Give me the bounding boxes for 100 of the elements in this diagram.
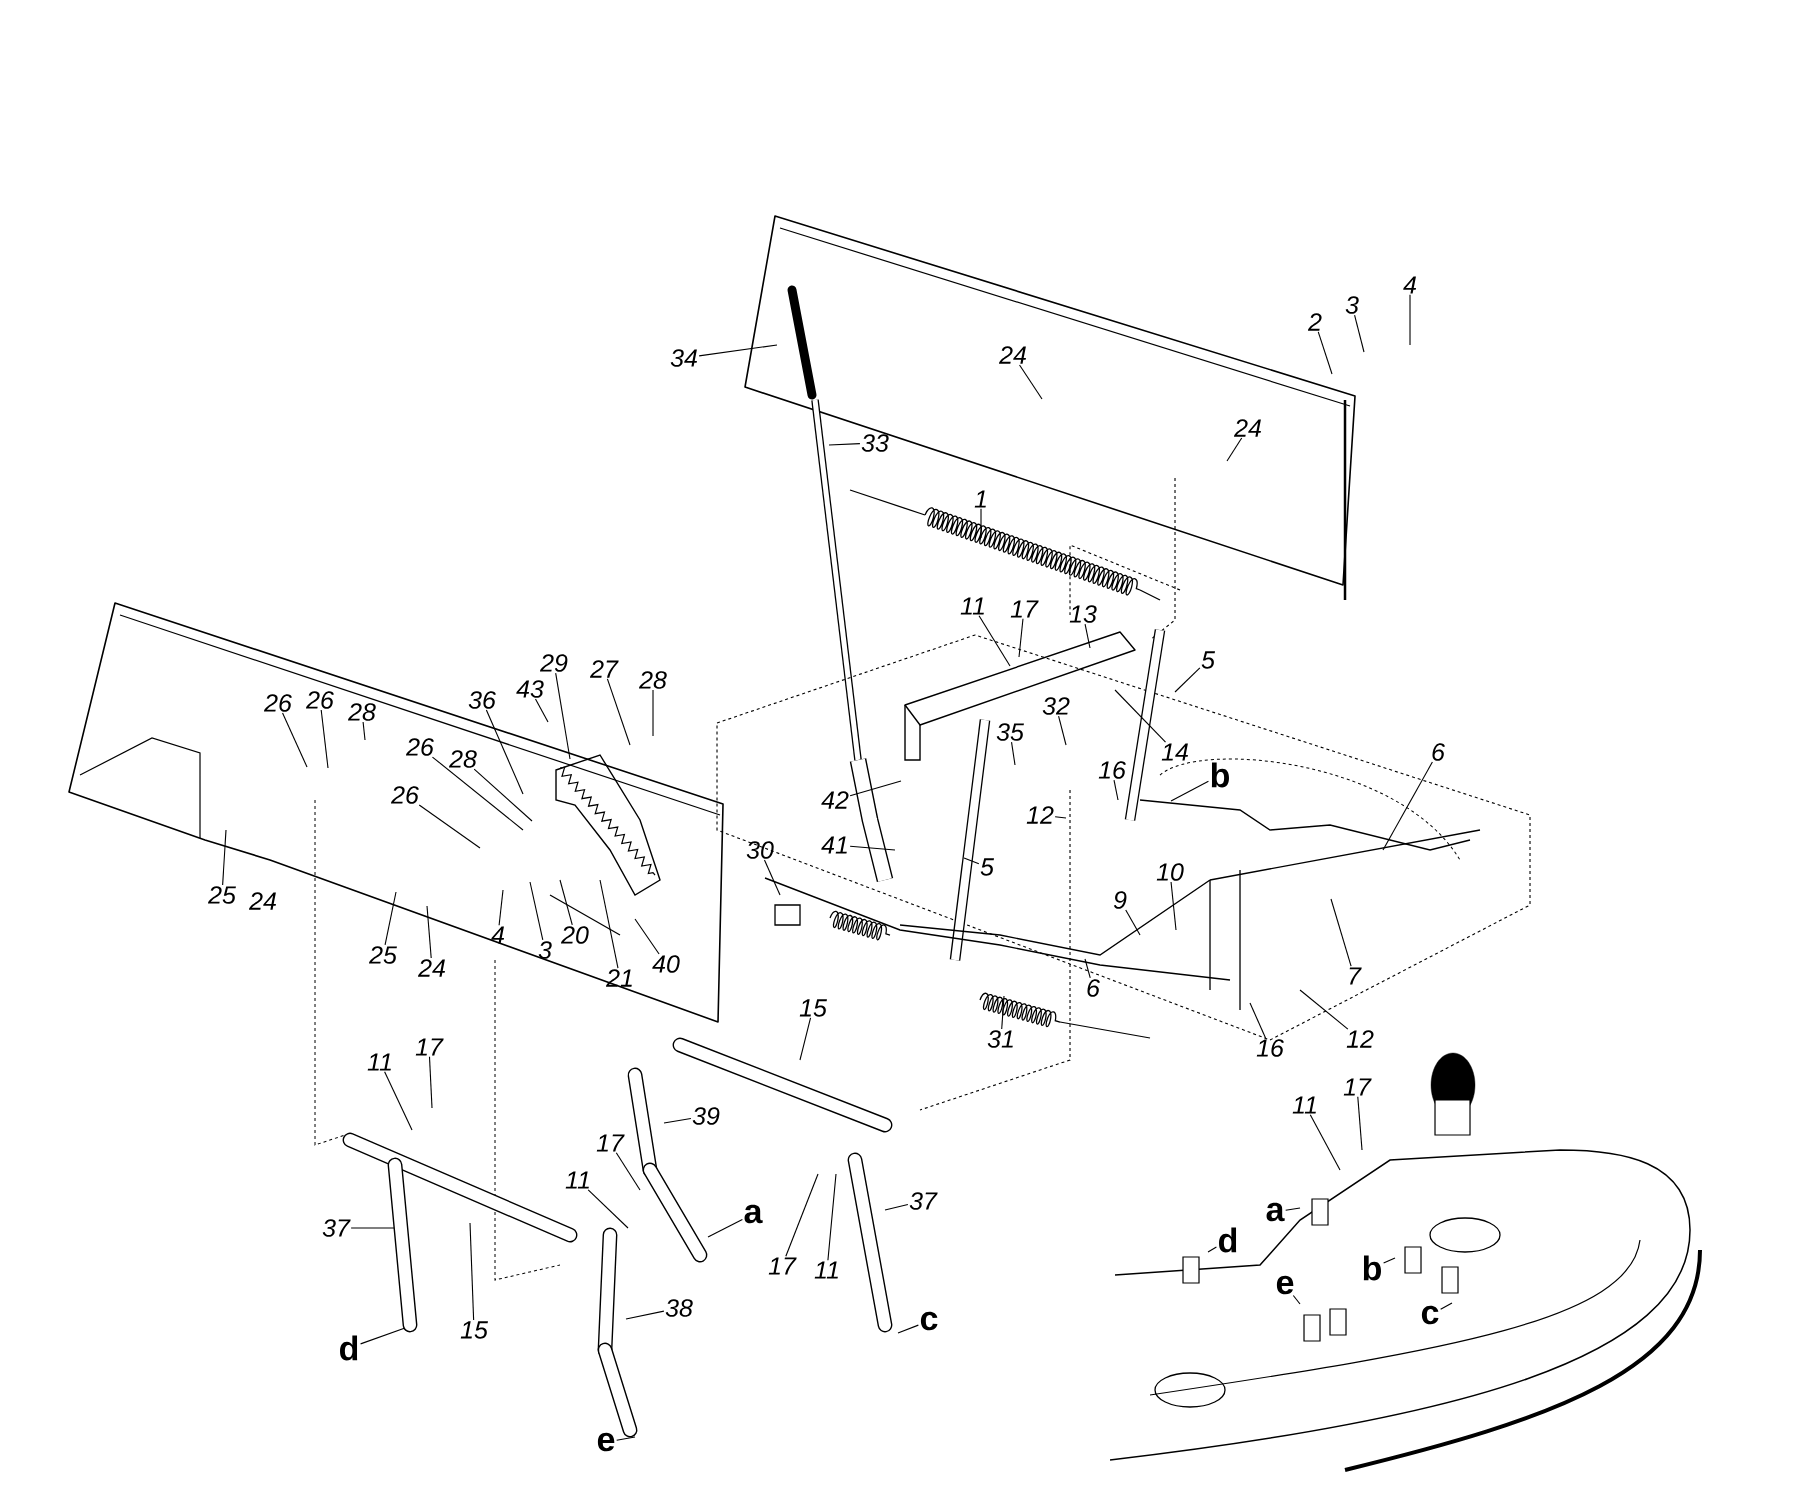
leader-line [1440, 1302, 1453, 1310]
callout-letter: d [1219, 1227, 1237, 1253]
callout-number: 4 [1403, 276, 1417, 294]
leader-line [698, 344, 778, 357]
leader-line [763, 859, 781, 896]
callout-letter: a [1266, 1202, 1285, 1222]
leader-line [1330, 898, 1352, 967]
leader-line [1382, 761, 1433, 851]
leader-line [606, 678, 631, 746]
leader-line [616, 1436, 636, 1441]
callout-number: 17 [596, 1134, 625, 1152]
callout-number: 28 [448, 750, 477, 768]
callout-letter: b [1211, 762, 1229, 788]
leader-line [529, 881, 544, 941]
leader-line [485, 709, 524, 795]
callout-number: 6 [1087, 979, 1100, 997]
callout-number: 3 [538, 941, 552, 959]
callout-number: 4 [491, 926, 505, 944]
leader-line [469, 1222, 475, 1321]
leader-line [663, 1117, 692, 1124]
callout-number: 11 [814, 1261, 838, 1279]
callout-number: 16 [1098, 761, 1126, 779]
leader-line [498, 889, 504, 926]
leader-line [360, 1327, 406, 1345]
callout-number: 12 [1026, 806, 1054, 824]
callout-number: 42 [821, 791, 849, 809]
callout-number: 16 [1256, 1039, 1284, 1057]
leader-line [634, 918, 660, 955]
callout-number: 15 [460, 1321, 488, 1339]
callout-letter: a [744, 1204, 763, 1224]
leader-line [1125, 909, 1141, 936]
leader-line [1001, 995, 1005, 1030]
callout-number: 1 [974, 490, 986, 508]
leader-line [1058, 715, 1067, 746]
leader-line [1019, 364, 1043, 400]
callout-number: 25 [207, 886, 236, 904]
leader-line [980, 508, 982, 539]
callout-number: 32 [1042, 697, 1070, 715]
leader-line [362, 721, 366, 741]
callout-number: 33 [861, 434, 889, 452]
callout-number: 40 [652, 955, 680, 973]
callout-number: 24 [248, 892, 276, 910]
leader-line [849, 780, 902, 797]
callout-number: 34 [670, 349, 697, 367]
callout-number: 24 [998, 346, 1026, 364]
callout-number: 5 [980, 858, 994, 876]
callout-letter: c [920, 1311, 938, 1331]
leader-line [350, 1227, 395, 1229]
leader-line [320, 709, 329, 769]
callout-number: 17 [768, 1257, 797, 1275]
callout-number: 20 [560, 926, 589, 944]
callout-number: 11 [367, 1053, 391, 1071]
leader-line [384, 1071, 413, 1131]
callout-number: 6 [1432, 743, 1445, 761]
leader-line [625, 1310, 665, 1320]
leader-line [1170, 780, 1209, 802]
callout-number: 26 [405, 738, 434, 756]
callout-number: 15 [799, 999, 827, 1017]
leader-line [1354, 314, 1365, 353]
callout-number: 24 [417, 959, 445, 977]
callout-number: 12 [1346, 1030, 1374, 1048]
leader-line [799, 1017, 812, 1061]
callout-number: 35 [996, 723, 1024, 741]
callout-letter: b [1363, 1255, 1381, 1281]
leader-line [431, 756, 524, 831]
leader-line [1357, 1096, 1363, 1151]
leader-line [1054, 816, 1067, 819]
callout-number: 7 [1349, 967, 1362, 985]
callout-number: 30 [746, 841, 774, 859]
leader-line [282, 712, 308, 768]
leader-line [884, 1204, 909, 1211]
leader-line [707, 1218, 743, 1238]
callout-letter: e [1276, 1275, 1294, 1295]
callout-number: 28 [347, 703, 376, 721]
leader-line [1409, 294, 1411, 346]
leader-line [587, 1189, 629, 1229]
leader-line [1299, 989, 1349, 1030]
leader-line [963, 857, 980, 865]
callout-number: 43 [516, 680, 544, 698]
leader-line [1114, 689, 1167, 743]
leader-line [652, 689, 654, 737]
leader-line [534, 698, 549, 723]
leader-line [418, 804, 481, 849]
callout-number: 11 [960, 597, 984, 615]
callout-number: 39 [692, 1107, 720, 1125]
callout-number: 31 [987, 1030, 1013, 1048]
callout-number: 37 [909, 1192, 938, 1210]
callout-letter: e [597, 1432, 615, 1452]
leader-line [1309, 1114, 1341, 1171]
leader-line [1249, 1002, 1267, 1039]
callout-number: 11 [1292, 1096, 1316, 1114]
callout-number: 17 [415, 1038, 444, 1056]
leader-line [555, 672, 571, 760]
leader-line [428, 1056, 433, 1109]
leader-line [1317, 331, 1333, 375]
callout-number: 29 [539, 654, 568, 672]
leader-line [222, 829, 227, 886]
leader-line [897, 1324, 919, 1334]
callout-number: 21 [605, 969, 632, 987]
callout-number: 28 [638, 671, 667, 689]
